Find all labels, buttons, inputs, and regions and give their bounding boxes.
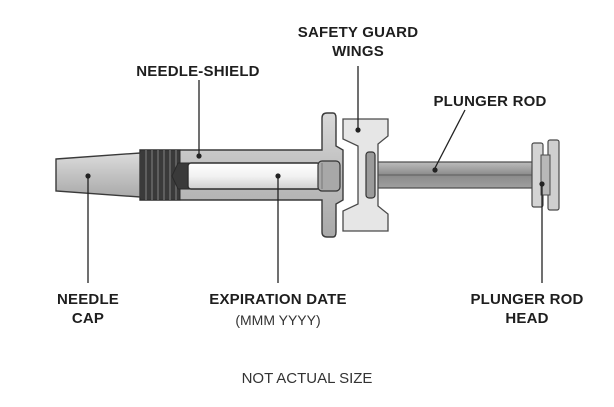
- label-plunger-rod-head: PLUNGER ROD HEAD: [452, 290, 602, 328]
- leader-plunger-rod: [434, 109, 466, 169]
- label-expiration-date: EXPIRATION DATE: [209, 291, 347, 308]
- needle-cap: [55, 152, 141, 198]
- plunger-rod-head: [531, 139, 560, 211]
- label-plunger-head-line2: HEAD: [505, 310, 549, 327]
- leader-lines: [85, 66, 545, 283]
- glass-barrel: [171, 160, 341, 192]
- label-plunger-rod: PLUNGER ROD: [433, 93, 547, 110]
- plunger-rod: [371, 161, 539, 189]
- footer-not-actual-size: NOT ACTUAL SIZE: [241, 370, 373, 387]
- label-plunger-head-line1: PLUNGER ROD: [470, 291, 584, 308]
- label-needle-cap-line2: CAP: [71, 310, 105, 327]
- label-safety-guard-line1: SAFETY GUARD: [297, 24, 419, 41]
- barrel-flange: [365, 151, 376, 199]
- label-safety-guard-wings: SAFETY GUARD WINGS: [288, 23, 428, 61]
- label-expiration-format: (MMM YYYY): [235, 312, 321, 328]
- label-safety-guard-line2: WINGS: [332, 43, 384, 60]
- label-needle-shield: NEEDLE-SHIELD: [136, 63, 260, 80]
- label-needle-cap: NEEDLE CAP: [38, 290, 138, 328]
- label-needle-cap-line1: NEEDLE: [56, 291, 120, 308]
